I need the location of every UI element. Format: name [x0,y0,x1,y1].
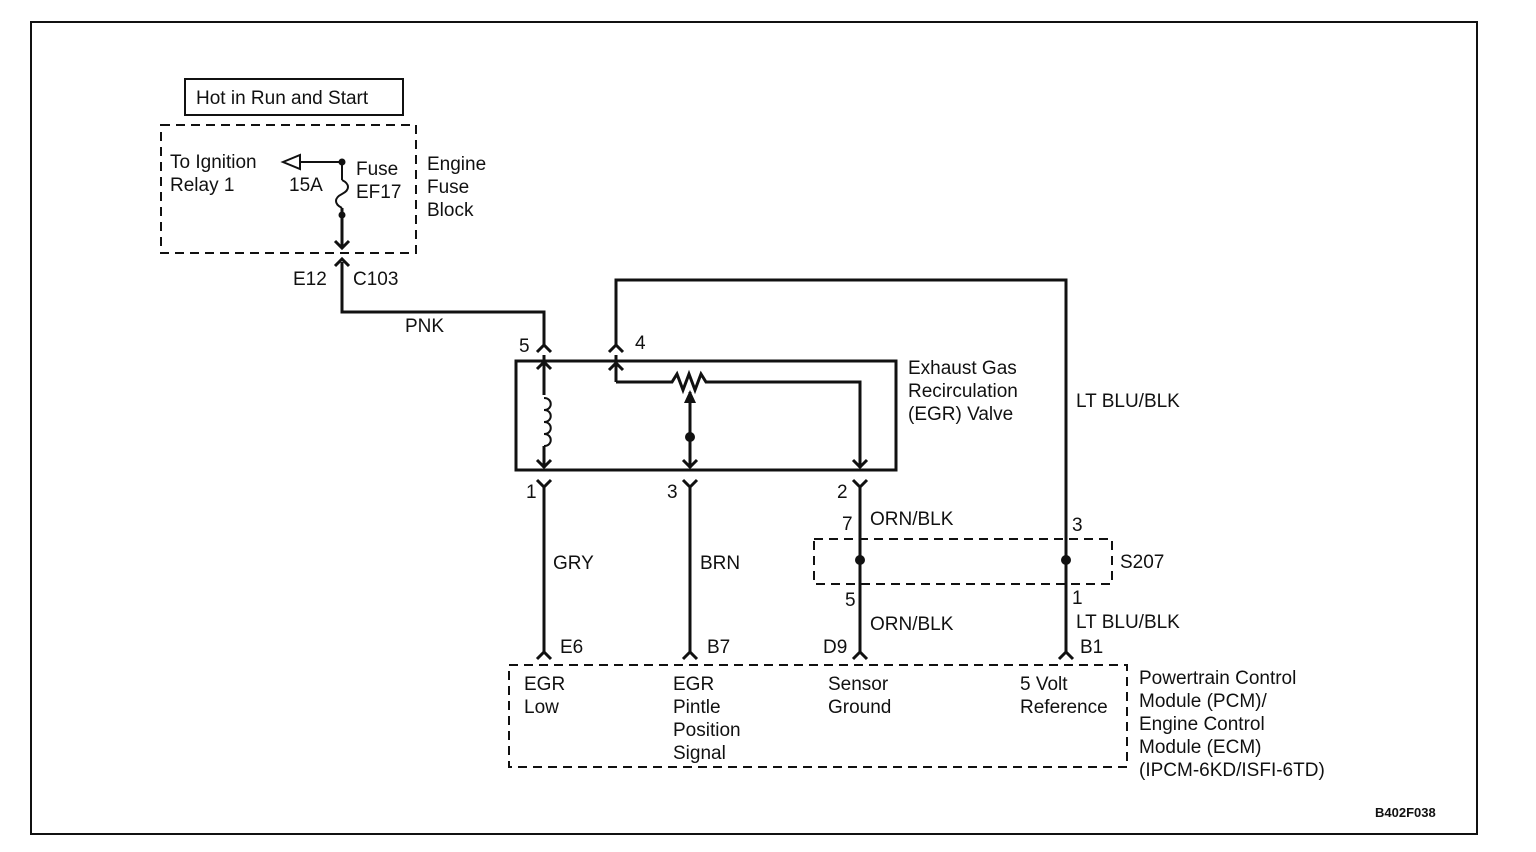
splice-s207-node-blu [1061,555,1071,565]
to-ignition-arrow-icon [280,153,346,171]
fuse-block-name-1: Engine [427,154,486,175]
splice-pin-1: 1 [1072,588,1083,609]
pcm-pintle-2: Pintle [673,697,721,718]
egr-pin-2-label: 2 [837,482,848,503]
power-label-box [184,78,404,116]
connector-c103-name: C103 [353,269,398,290]
pcm-pin-d9-connector-icon [851,649,869,661]
pcm-pintle-4: Signal [673,743,726,764]
egr-pin-4-label: 4 [635,333,646,354]
fuse-block-name-3: Block [427,200,474,221]
pnk-wire-label: PNK [405,316,444,337]
pcm-pin-b1-connector-icon [1057,649,1075,661]
pcm-egr-low-2: Low [524,697,559,718]
pcm-pin-b1: B1 [1080,637,1103,658]
power-label: Hot in Run and Start [196,88,369,109]
pcm-name-1: Powertrain Control [1139,668,1296,689]
lt-blu-blk-wire-label: LT BLU/BLK [1076,391,1180,412]
splice-s207-node-orn [855,555,865,565]
pcm-ground-1: Sensor [828,674,889,695]
egr-solenoid-coil-icon [535,355,553,470]
egr-pin-1-label: 1 [526,482,537,503]
egr-valve-name-1: Exhaust Gas [908,358,1017,379]
splice-pin-5: 5 [845,590,856,611]
splice-s207-box [813,538,1113,585]
figure-code: B402F038 [1375,805,1436,820]
pcm-pintle-1: EGR [673,674,714,695]
egr-valve-box [514,359,898,472]
connector-c103-pin: E12 [293,269,327,290]
pcm-pin-b7: B7 [707,637,730,658]
pcm-name-2: Module (PCM)/ [1139,691,1267,712]
orn-blk-lower-label: ORN/BLK [870,614,954,635]
fuse-icon [333,162,351,251]
lt-blu-blk-wire [614,278,1068,553]
egr-valve-name-2: Recirculation [908,381,1018,402]
pcm-pin-b7-connector-icon [681,649,699,661]
pcm-name-3: Engine Control [1139,714,1265,735]
pcm-egr-low-1: EGR [524,674,565,695]
brn-wire-label: BRN [700,553,740,574]
gry-wire-label: GRY [553,553,594,574]
pcm-pintle-3: Position [673,720,741,741]
fuse-id-label: EF17 [356,182,401,203]
fuse-block-name-2: Fuse [427,177,469,198]
splice-name: S207 [1120,552,1164,573]
orn-blk-upper-label: ORN/BLK [870,509,954,530]
fuse-rating: 15A [289,175,323,196]
pcm-pin-e6: E6 [560,637,583,658]
egr-pin-5-label: 5 [519,336,530,357]
fuse-label: Fuse [356,159,398,180]
relay-label: Relay 1 [170,175,234,196]
egr-pin-4-connector-icon [607,342,625,354]
to-ignition-label: To Ignition [170,152,257,173]
engine-fuse-block-box [160,124,417,254]
egr-pintle-potentiometer-icon [607,355,869,470]
egr-pin-5-connector-icon [535,342,553,354]
pcm-name-5: (IPCM-6KD/ISFI-6TD) [1139,760,1325,781]
egr-pin-3-label: 3 [667,482,678,503]
pcm-ref-1: 5 Volt [1020,674,1068,695]
egr-valve-name-3: (EGR) Valve [908,404,1013,425]
pcm-pin-d9: D9 [823,637,847,658]
splice-pin-7: 7 [842,514,853,535]
pcm-box [508,664,1128,768]
connector-c103-icon [333,256,351,268]
pnk-wire [340,262,546,345]
pcm-ground-2: Ground [828,697,891,718]
lt-blu-blk-lower-label: LT BLU/BLK [1076,612,1180,633]
pcm-name-4: Module (ECM) [1139,737,1261,758]
pcm-pin-e6-connector-icon [535,649,553,661]
splice-pin-3: 3 [1072,515,1083,536]
pcm-ref-2: Reference [1020,697,1108,718]
diagram-frame [30,21,1478,835]
